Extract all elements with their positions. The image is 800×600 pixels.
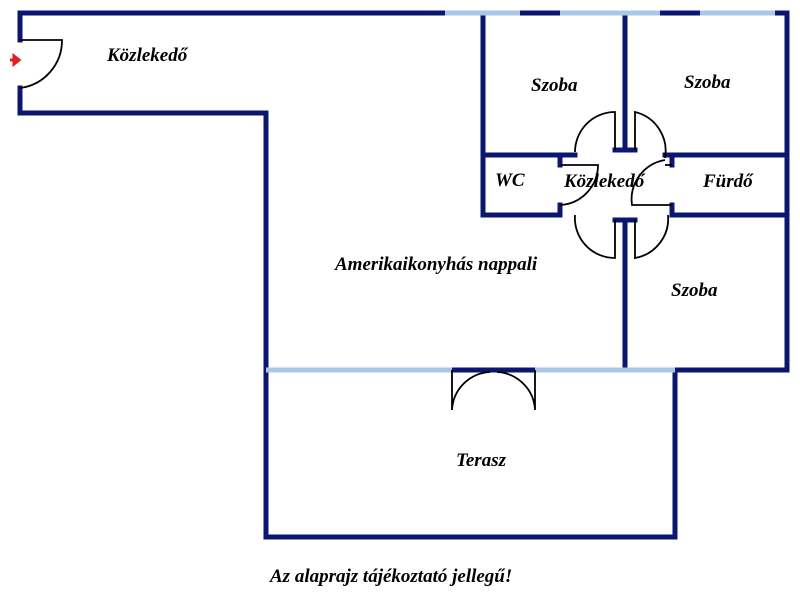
entry-arrow-icon [10,52,22,68]
label-room-top-left: Szoba [531,75,578,96]
door-bath [630,159,672,206]
label-bathroom: Fürdő [703,171,753,192]
windows [266,10,775,373]
label-terrace: Terasz [456,450,506,471]
door-room-top-left [574,111,616,153]
doors [19,39,672,411]
door-living [574,214,616,259]
disclaimer-note: Az alaprajz tájékoztató jellegű! [270,566,513,587]
label-entry-corridor: Közlekedő [107,45,188,66]
label-wc: WC [495,170,525,191]
terrace-door [451,370,536,411]
walls [17,10,790,540]
door-room-right [634,214,670,260]
label-room-top-right: Szoba [684,72,731,93]
entry-door [19,39,63,89]
label-inner-corridor: Közlekedő [564,171,645,192]
door-wc [559,164,599,206]
door-room-top-right [634,110,667,159]
label-room-right: Szoba [671,280,718,301]
label-living-kitchen: Amerikaikonyhás nappali [335,254,538,275]
